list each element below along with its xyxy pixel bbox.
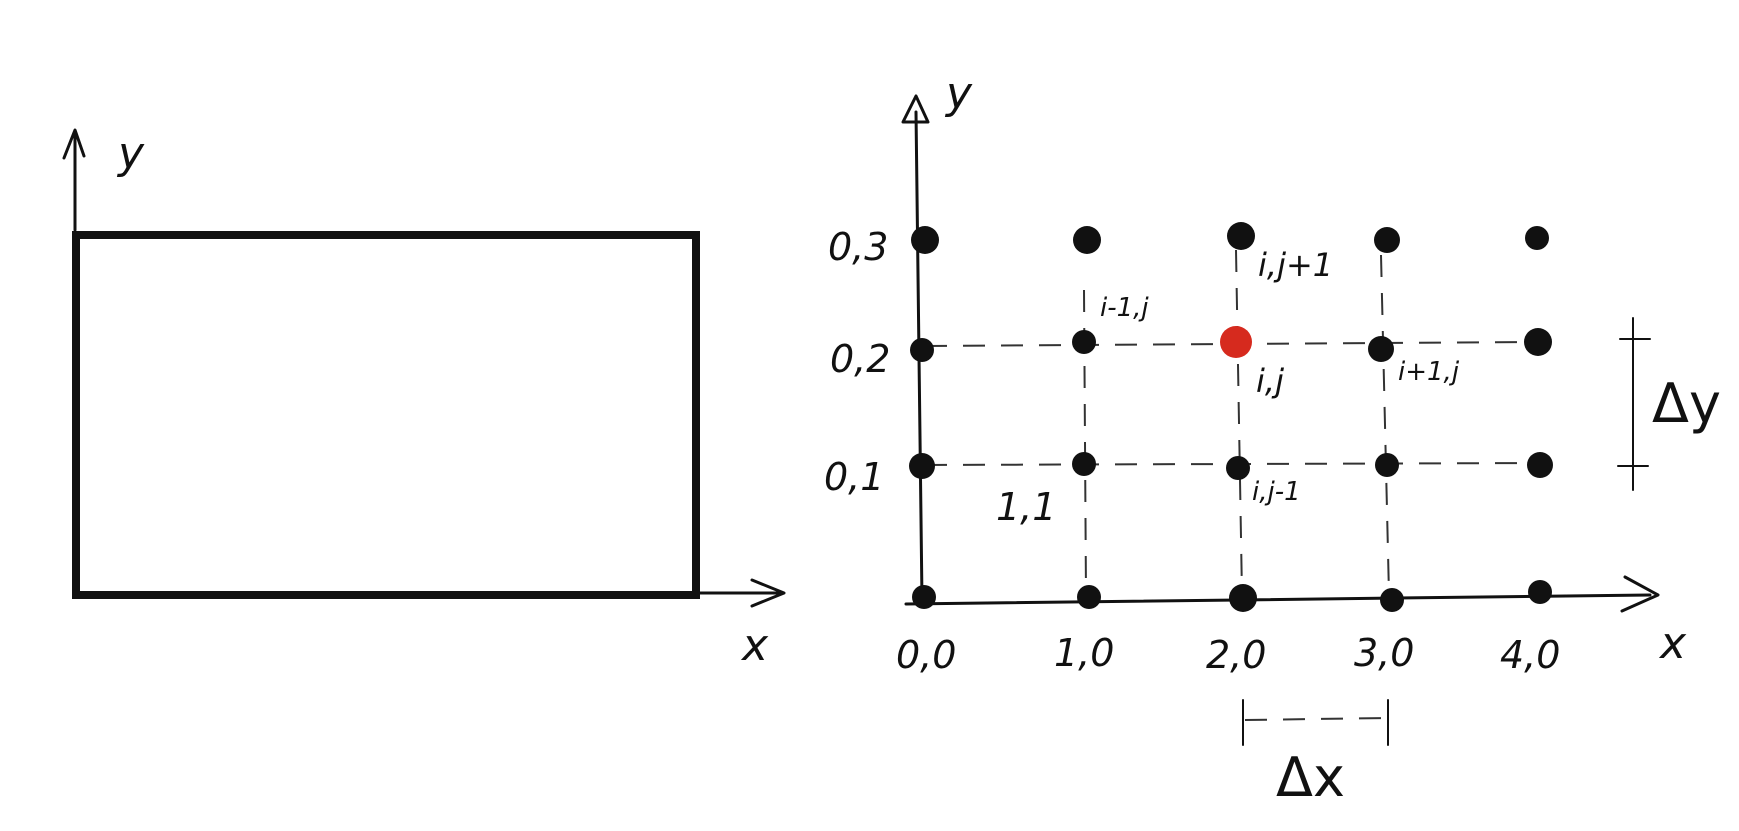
left-domain-panel: y x xyxy=(62,128,786,671)
grid-line-col-2 xyxy=(1235,249,1243,596)
left-y-arrowhead xyxy=(62,128,86,160)
node-1-0 xyxy=(1077,585,1101,609)
node-4-1 xyxy=(1527,452,1553,478)
node-3-2 xyxy=(1368,336,1394,362)
node-4-2 xyxy=(1524,328,1552,356)
grid-x-axis-label: x xyxy=(1658,618,1687,669)
x-label-0-0: 0,0 xyxy=(896,633,956,677)
node-1-2 xyxy=(1072,330,1096,354)
dx-dimension: Δx xyxy=(1242,699,1389,809)
node-0-2 xyxy=(910,338,934,362)
stencil-label-center: i,j xyxy=(1256,362,1284,400)
x-label-2-0: 2,0 xyxy=(1206,633,1266,677)
node-1-1 xyxy=(1072,452,1096,476)
grid-x-axis xyxy=(904,593,1652,606)
grid-y-arrowhead xyxy=(901,94,930,124)
node-center-highlighted xyxy=(1220,326,1252,358)
node-4-0 xyxy=(1528,580,1552,604)
left-x-arrowhead xyxy=(750,578,786,608)
y-label-0-2: 0,2 xyxy=(830,337,890,381)
left-y-axis-label: y xyxy=(116,128,145,179)
dx-bracket xyxy=(1242,699,1389,746)
stencil-label-bottom: i,j-1 xyxy=(1252,477,1301,507)
grid-y-axis-label: y xyxy=(944,68,973,119)
node-2-0 xyxy=(1229,584,1257,612)
node-0-0 xyxy=(912,585,936,609)
stencil-label-top: i,j+1 xyxy=(1258,246,1333,284)
node-1-3 xyxy=(1073,226,1101,254)
node-0-3 xyxy=(911,226,939,254)
left-x-axis-label: x xyxy=(740,620,769,671)
grid-line-col-3 xyxy=(1380,254,1390,596)
grid-panel: y x 0,0 1,0 2,0 3,0 4,0 0,1 0,2 0,3 1,1 … xyxy=(824,68,1721,809)
dx-bracket-dash xyxy=(1244,717,1387,721)
domain-rectangle xyxy=(72,231,700,599)
x-coordinate-labels: 0,0 1,0 2,0 3,0 4,0 xyxy=(896,631,1560,677)
node-3-1 xyxy=(1375,453,1399,477)
x-label-1-0: 1,0 xyxy=(1054,631,1114,675)
stencil-labels: i,j+1 i-1,j i,j i+1,j i,j-1 xyxy=(1100,246,1460,507)
dy-bracket xyxy=(1617,317,1651,491)
grid-nodes xyxy=(909,222,1553,612)
y-label-0-1: 0,1 xyxy=(824,455,884,499)
grid-x-arrowhead xyxy=(1620,575,1660,613)
node-3-3 xyxy=(1374,227,1400,253)
y-label-0-3: 0,3 xyxy=(828,225,888,269)
dy-dimension: Δy xyxy=(1617,317,1721,491)
node-label-1-1: 1,1 xyxy=(996,485,1056,529)
node-2-1 xyxy=(1226,456,1250,480)
dx-label: Δx xyxy=(1276,746,1345,809)
dy-label: Δy xyxy=(1652,372,1721,435)
stencil-label-right: i+1,j xyxy=(1398,357,1460,387)
x-label-3-0: 3,0 xyxy=(1354,631,1414,675)
node-0-1 xyxy=(909,453,935,479)
x-label-4-0: 4,0 xyxy=(1500,633,1560,677)
node-2-3 xyxy=(1227,222,1255,250)
y-coordinate-labels: 0,1 0,2 0,3 xyxy=(824,225,890,499)
node-4-3 xyxy=(1525,226,1549,250)
node-3-0 xyxy=(1380,588,1404,612)
stencil-label-left: i-1,j xyxy=(1100,293,1149,323)
